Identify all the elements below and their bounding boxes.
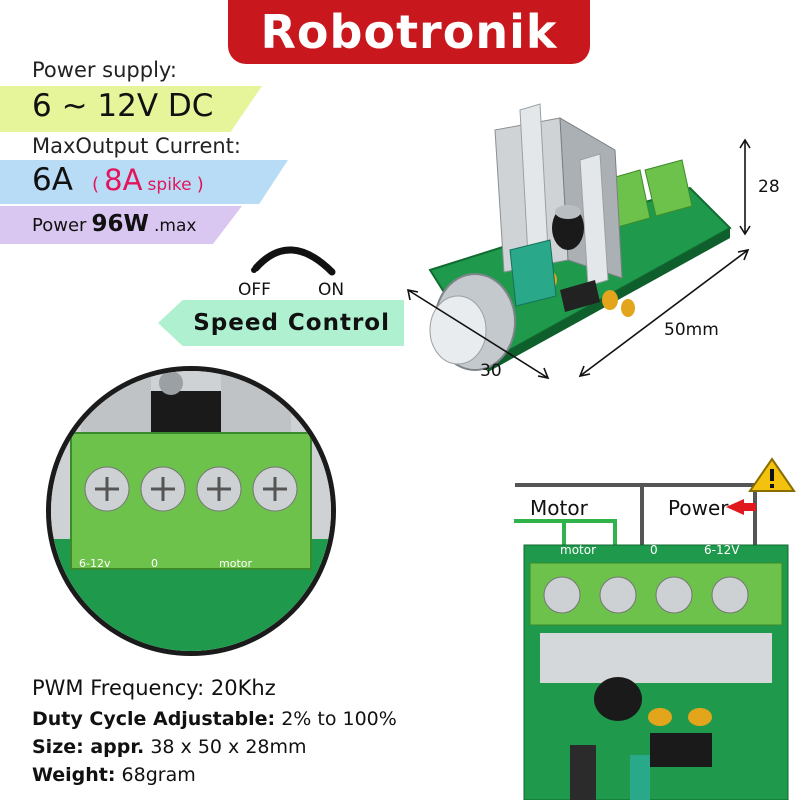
power-supply-band xyxy=(0,86,262,132)
duty-cycle-label: Duty Cycle Adjustable: xyxy=(32,708,276,730)
zoom-terminal-label-3: motor xyxy=(219,557,253,570)
power-wire-label: Power xyxy=(668,496,729,520)
dimension-height: 28 xyxy=(758,177,780,197)
zoom-terminal-label-1: 6-12v xyxy=(79,557,111,570)
dimension-length: 50mm xyxy=(664,320,719,340)
size-row: Size: appr. 38 x 50 x 28mm xyxy=(32,736,307,758)
max-current-value: 6A xyxy=(32,162,73,198)
max-current-row: 6A ( 8A spike ) xyxy=(32,162,204,198)
max-current-label: MaxOutput Current: xyxy=(32,134,241,158)
off-label: OFF xyxy=(238,280,271,300)
duty-cycle-value: 2% to 100% xyxy=(281,708,397,730)
board-terminal-supply: 6-12V xyxy=(704,543,740,557)
board-terminal-zero: 0 xyxy=(650,543,658,557)
power-label: Power xyxy=(32,215,87,236)
speed-control-label: Speed Control xyxy=(193,310,390,336)
pwm-frequency: PWM Frequency: 20Khz xyxy=(32,676,276,700)
spike-open: ( xyxy=(92,174,100,195)
power-supply-value: 6 ~ 12V DC xyxy=(32,88,214,124)
brand-banner: Robotronik xyxy=(228,0,590,64)
dimension-lines xyxy=(406,138,751,380)
weight-label: Weight: xyxy=(32,764,116,786)
brand-name: Robotronik xyxy=(260,5,558,59)
power-supply-label: Power supply: xyxy=(32,58,177,82)
power-band xyxy=(0,206,242,244)
motor-wire-label: Motor xyxy=(530,496,588,520)
off-on-arc xyxy=(251,246,336,276)
size-label: Size: appr. xyxy=(32,736,145,758)
on-label: ON xyxy=(318,280,345,300)
size-value: 38 x 50 x 28mm xyxy=(150,736,307,758)
weight-value: 68gram xyxy=(121,764,196,786)
weight-row: Weight: 68gram xyxy=(32,764,196,786)
wiring-diagram xyxy=(514,457,796,800)
power-row: Power 96W .max xyxy=(32,211,196,237)
terminal-zoom-image xyxy=(51,371,331,651)
duty-cycle-row: Duty Cycle Adjustable: 2% to 100% xyxy=(32,708,397,730)
board-terminal-motor: motor xyxy=(560,543,597,557)
spike-word: spike xyxy=(147,175,192,195)
spike-close: ) xyxy=(196,174,204,195)
max-current-band xyxy=(0,160,288,204)
speed-control-tab: Speed Control xyxy=(158,300,404,346)
terminal-zoom-circle: 6-12v 0 motor xyxy=(46,366,336,656)
dimension-width: 30 xyxy=(480,361,502,381)
spike-value: 8A xyxy=(104,163,143,197)
zoom-terminal-label-2: 0 xyxy=(151,557,158,570)
power-value: 96W xyxy=(91,211,149,237)
power-suffix: .max xyxy=(154,216,197,236)
